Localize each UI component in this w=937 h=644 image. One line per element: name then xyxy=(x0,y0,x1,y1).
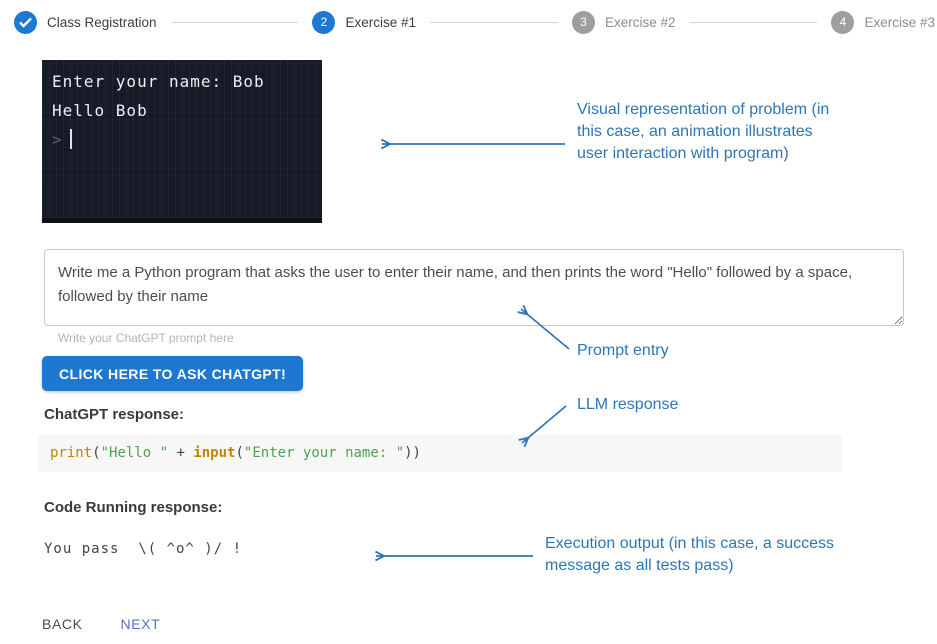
wizard-nav: BACK NEXT xyxy=(28,608,174,640)
code-token: "Hello " xyxy=(100,445,169,461)
code-token: + xyxy=(168,445,194,461)
code-token: print xyxy=(50,445,93,461)
terminal-line: Hello Bob xyxy=(52,101,148,120)
step-label: Exercise #3 xyxy=(864,14,935,30)
prompt-hint-label: Write your ChatGPT prompt here xyxy=(58,331,234,345)
ask-chatgpt-button[interactable]: CLICK HERE TO ASK CHATGPT! xyxy=(42,356,304,391)
check-icon xyxy=(14,10,37,34)
chatgpt-prompt-input[interactable]: Write me a Python program that asks the … xyxy=(44,249,904,326)
step-number-badge: 2 xyxy=(312,10,336,34)
step-connector xyxy=(170,21,299,23)
next-button[interactable]: NEXT xyxy=(107,608,175,640)
stepper-step-exercise-2[interactable]: 3 Exercise #2 xyxy=(571,10,676,34)
terminal-prompt-char: > xyxy=(52,130,63,149)
step-number-badge: 4 xyxy=(831,10,855,34)
step-label: Class Registration xyxy=(47,14,157,30)
step-label: Exercise #2 xyxy=(604,14,676,30)
code-token: input xyxy=(193,445,236,461)
wizard-stepper: Class Registration 2 Exercise #1 3 Exerc… xyxy=(14,8,935,36)
code-token: ( xyxy=(235,445,244,461)
step-connector xyxy=(430,21,558,23)
code-running-output: You pass \( ^o^ )/ ! xyxy=(44,541,243,557)
step-number-badge: 3 xyxy=(571,10,595,34)
code-token: )) xyxy=(404,445,421,461)
terminal-line: Enter your name: Bob xyxy=(52,72,265,91)
stepper-step-exercise-3[interactable]: 4 Exercise #3 xyxy=(831,10,935,34)
terminal-prompt-line: > xyxy=(52,125,312,154)
annotation-llm-response: LLM response xyxy=(577,396,679,413)
step-label: Exercise #1 xyxy=(345,14,417,30)
chatgpt-response-heading: ChatGPT response: xyxy=(44,406,185,423)
terminal-animation: Enter your name: Bob Hello Bob > xyxy=(42,60,322,223)
code-token: "Enter your name: " xyxy=(243,445,405,461)
chatgpt-response-code: print("Hello " + input("Enter your name:… xyxy=(38,435,842,472)
terminal-cursor xyxy=(69,129,72,149)
annotation-prompt-entry: Prompt entry xyxy=(577,342,669,359)
code-token: ( xyxy=(92,445,101,461)
code-running-response-heading: Code Running response: xyxy=(44,499,223,516)
stepper-step-class-registration[interactable]: Class Registration xyxy=(14,10,157,34)
stepper-step-exercise-1[interactable]: 2 Exercise #1 xyxy=(312,10,417,34)
step-connector xyxy=(689,21,818,23)
back-button[interactable]: BACK xyxy=(28,608,97,640)
annotation-execution-output: Execution output (in this case, a succes… xyxy=(545,535,835,574)
annotation-visual-representation: Visual representation of problem (in thi… xyxy=(577,101,830,162)
